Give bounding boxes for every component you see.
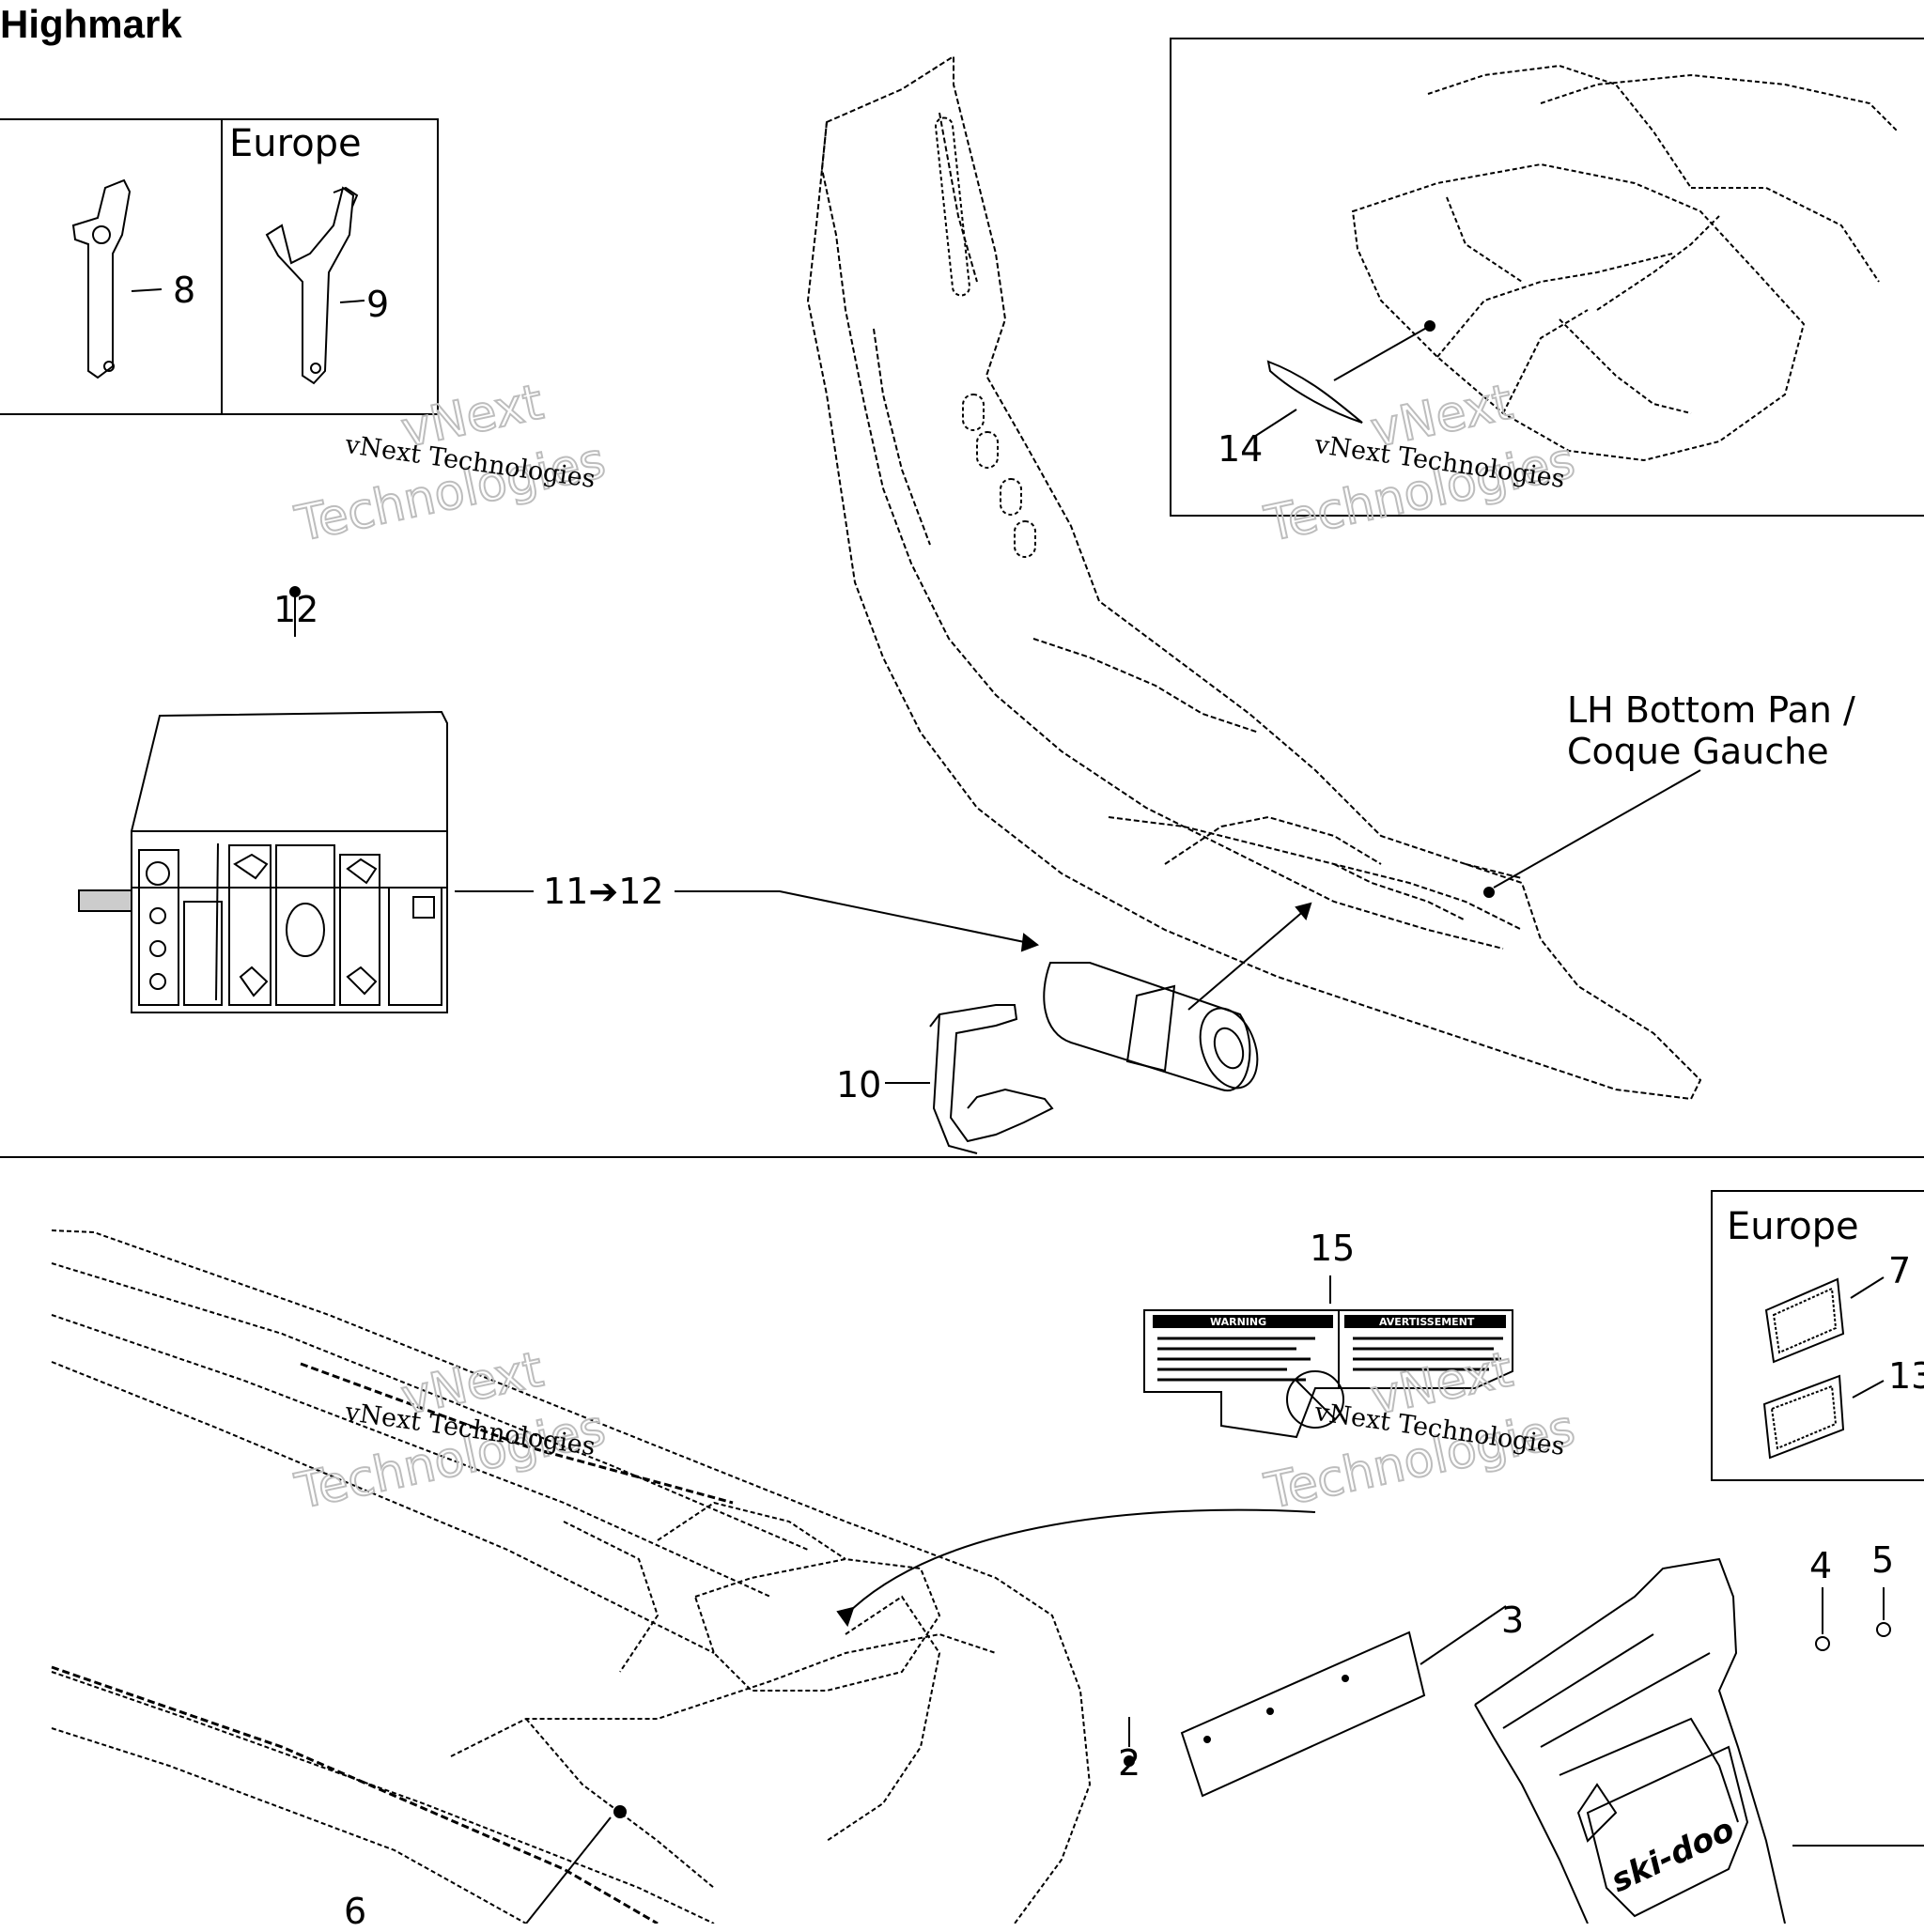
inset-leaders: [1253, 320, 1435, 438]
page-title: Highmark: [0, 2, 182, 46]
warning-label-text-lines: [1157, 1337, 1503, 1382]
europe-label-top: Europe: [229, 122, 362, 165]
lh-bottom-pan-slots: [935, 116, 1036, 558]
rivets-drawing: [1815, 1587, 1891, 1651]
warning-label-15-drawing: [1143, 1275, 1513, 1439]
part-number-13: 13: [1888, 1355, 1924, 1397]
inset-blade-part: [1266, 360, 1363, 424]
part-number-2: 2: [1118, 1742, 1141, 1784]
vehicle-body-drawing: [51, 1229, 1092, 1924]
vehicle-rails: [51, 1362, 734, 1924]
part-number-9: 9: [366, 284, 390, 325]
part-number-8: 8: [173, 270, 196, 311]
misc-leaders: [525, 1805, 627, 1924]
plate-3-drawing: [1180, 1605, 1507, 1798]
avertissement-heading: AVERTISSEMENT: [1379, 1316, 1475, 1328]
seat-arrow: [836, 1508, 1316, 1628]
badge-7-drawing: [1764, 1276, 1885, 1364]
badge-13-drawing: [1762, 1374, 1885, 1460]
tool-roll-drawing: [1043, 962, 1259, 1092]
part-number-3: 3: [1501, 1600, 1525, 1641]
screw-2-drawing: [1124, 1717, 1135, 1767]
inset-box: [1170, 38, 1924, 517]
part-number-15: 15: [1310, 1228, 1356, 1269]
callout-line-2: Coque Gauche: [1567, 730, 1829, 772]
rear-flap-drawing: [1474, 1557, 1924, 1924]
lh-bottom-pan-callout: LH Bottom Pan / Coque Gauche: [1567, 689, 1855, 772]
part-number-12: 12: [273, 589, 319, 630]
warning-heading: WARNING: [1210, 1316, 1266, 1328]
wrench-9-drawing: [265, 186, 365, 385]
ski-doo-logo: ski-doo: [1606, 1811, 1740, 1900]
part-number-7: 7: [1888, 1250, 1912, 1291]
part-number-4: 4: [1809, 1545, 1833, 1586]
wrench-8-drawing: [71, 178, 163, 379]
lh-bottom-pan-leader: [1483, 769, 1701, 898]
callout-line-1: LH Bottom Pan /: [1567, 689, 1855, 731]
part-number-6: 6: [344, 1891, 367, 1932]
toolkit-leaders: [294, 592, 1040, 952]
part-number-10: 10: [836, 1064, 882, 1105]
part-number-11-12: 11➔12: [543, 871, 664, 912]
europe-badge-box: [1711, 1190, 1924, 1481]
bottom-pan-inset-drawing: [1351, 64, 1899, 462]
lh-bottom-pan-drawing: [806, 54, 1702, 1101]
part-number-5: 5: [1871, 1539, 1895, 1581]
tool-roll-arrow: [1187, 902, 1312, 1011]
part-number-14: 14: [1218, 428, 1264, 470]
wrench-box: [0, 118, 439, 415]
bracket-10-drawing: [885, 1004, 1054, 1154]
toolkit-bag-drawing: [78, 586, 448, 1013]
europe-label-bottom: Europe: [1727, 1205, 1859, 1248]
ski-doo-logo-text: ski-doo: [1606, 1811, 1740, 1900]
